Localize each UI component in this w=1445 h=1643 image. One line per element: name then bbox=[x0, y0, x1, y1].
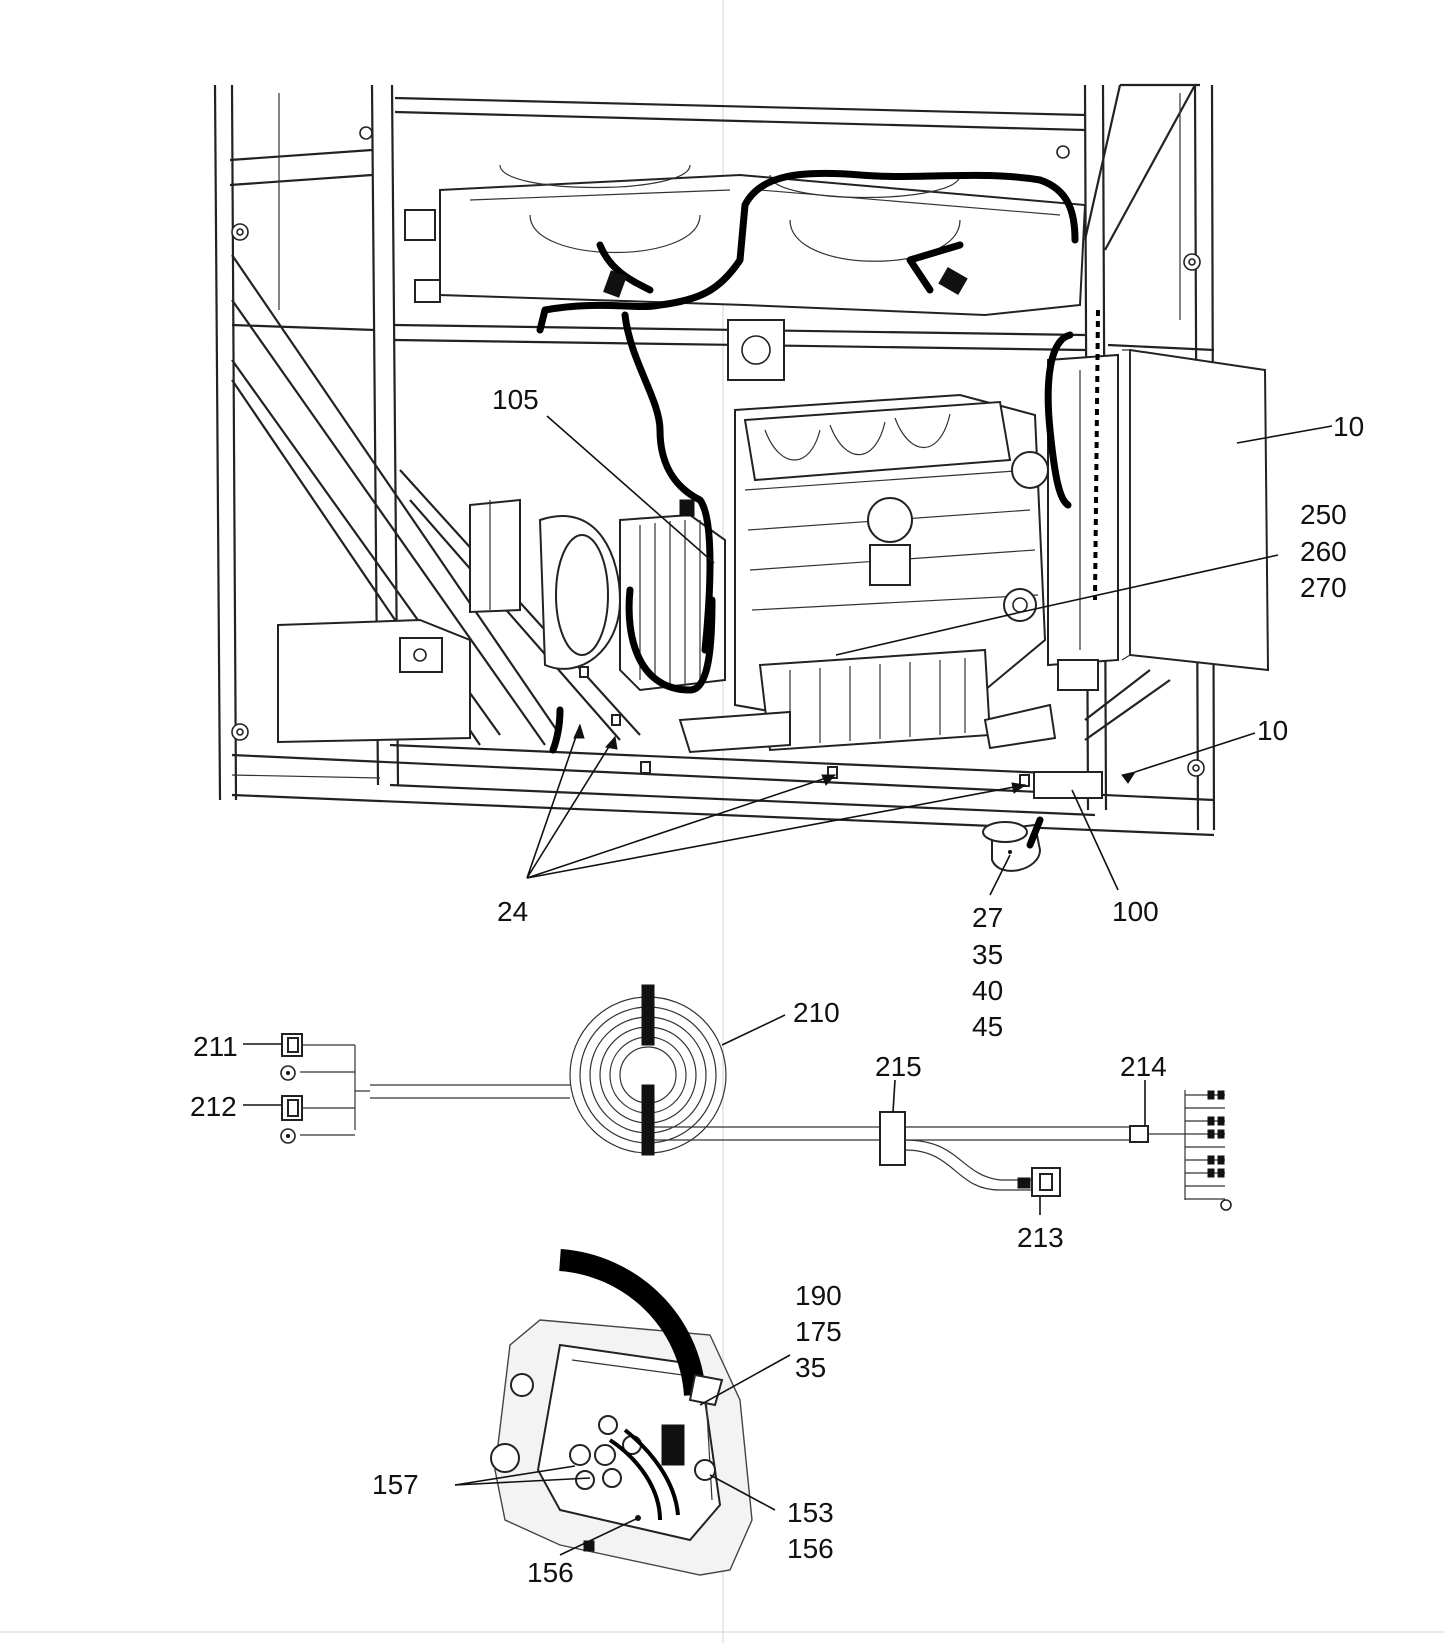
callout-250: 250 bbox=[1300, 499, 1347, 530]
callout-156-bottom: 156 bbox=[527, 1557, 574, 1588]
generator-enclosure-frame bbox=[213, 83, 1216, 837]
callout-35-terminal: 35 bbox=[795, 1352, 826, 1383]
oil-drain-fitting bbox=[982, 816, 1044, 872]
callout-100: 100 bbox=[1112, 896, 1159, 927]
callout-105: 105 bbox=[492, 384, 539, 415]
callout-260: 260 bbox=[1300, 536, 1347, 567]
callout-214: 214 bbox=[1120, 1051, 1167, 1082]
callout-211: 211 bbox=[193, 1031, 238, 1062]
callout-157: 157 bbox=[372, 1469, 419, 1500]
harness-callout-leaders bbox=[243, 1014, 1146, 1215]
control-box bbox=[1047, 348, 1270, 691]
callout-10-frame: 10 bbox=[1257, 715, 1288, 746]
terminal-box-callout-leaders bbox=[454, 1354, 791, 1556]
remote-harness-kit bbox=[280, 984, 1232, 1211]
upper-callout-leaders bbox=[526, 415, 1333, 896]
engine bbox=[678, 393, 1057, 754]
callout-175: 175 bbox=[795, 1316, 842, 1347]
callout-45: 45 bbox=[972, 1011, 1003, 1042]
terminal-box-detail bbox=[490, 1249, 753, 1576]
alternator bbox=[538, 513, 726, 692]
callout-213: 213 bbox=[1017, 1222, 1064, 1253]
callout-24: 24 bbox=[497, 896, 528, 927]
callout-35-drain: 35 bbox=[972, 939, 1003, 970]
callout-210: 210 bbox=[793, 997, 840, 1028]
callout-153: 153 bbox=[787, 1497, 834, 1528]
callout-27: 27 bbox=[972, 902, 1003, 933]
callout-212: 212 bbox=[190, 1091, 237, 1122]
callout-10-control-box: 10 bbox=[1333, 411, 1364, 442]
callout-156-right: 156 bbox=[787, 1533, 834, 1564]
battery-area bbox=[277, 498, 521, 744]
engine-wire-harness bbox=[536, 169, 1100, 754]
callout-40: 40 bbox=[972, 975, 1003, 1006]
callout-270: 270 bbox=[1300, 572, 1347, 603]
callout-190: 190 bbox=[795, 1280, 842, 1311]
callout-215: 215 bbox=[875, 1051, 922, 1082]
